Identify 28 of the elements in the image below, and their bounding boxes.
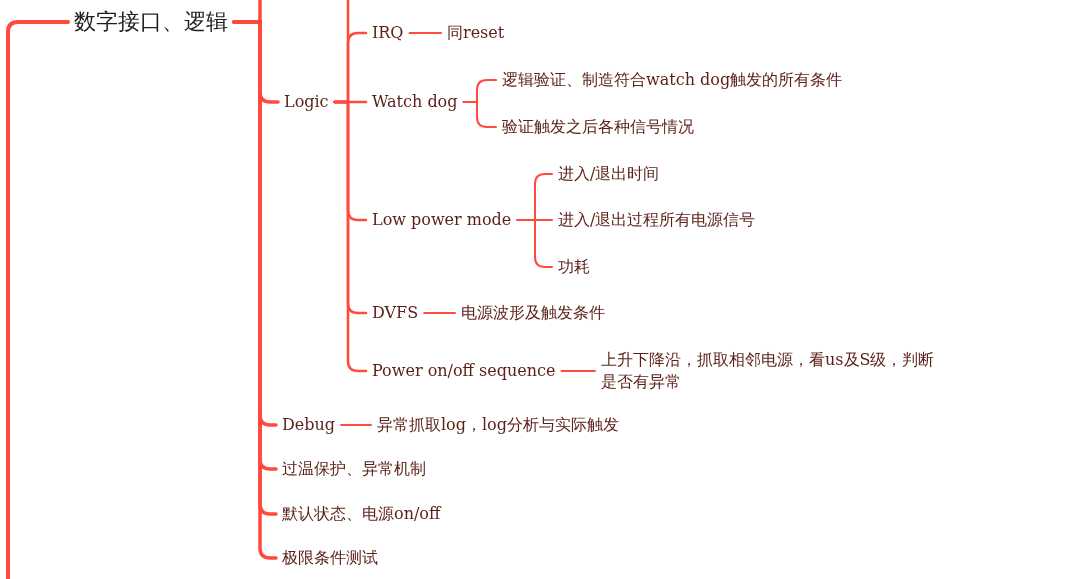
topic-label: 过温保护、异常机制	[282, 458, 426, 480]
topic-label: DVFS	[372, 302, 419, 324]
topic-label: Low power mode	[372, 209, 512, 231]
branch-line	[6, 20, 70, 579]
topic-label: IRQ	[372, 22, 404, 44]
topic-label: Debug	[282, 414, 336, 436]
detail-label: 逻辑验证、制造符合watch dog触发的所有条件	[502, 69, 843, 91]
detail-label: 进入/退出时间	[558, 163, 660, 185]
branch-line	[340, 424, 372, 426]
topic-label: Watch dog	[372, 91, 458, 113]
topic-label: 默认状态、电源on/off	[282, 503, 441, 525]
branch-line	[462, 101, 497, 128]
topic-label: 极限条件测试	[282, 547, 378, 569]
detail-label: 异常抓取log，log分析与实际触发	[377, 414, 619, 436]
branch-line	[560, 370, 596, 372]
branch-line	[516, 219, 553, 268]
branch-line	[333, 100, 368, 373]
main-topic-label: 数字接口、逻辑	[74, 7, 228, 37]
detail-label: 验证触发之后各种信号情况	[502, 116, 694, 138]
branch-line	[408, 32, 442, 34]
topic-label: Logic	[284, 91, 329, 113]
detail-label: 同reset	[447, 22, 505, 44]
topic-label: Power on/off sequence	[372, 360, 556, 382]
branch-line	[423, 312, 456, 314]
detail-label: 电源波形及触发条件	[461, 302, 605, 324]
detail-label: 功耗	[558, 256, 590, 278]
detail-label: 进入/退出过程所有电源信号	[558, 209, 756, 231]
detail-label: 上升下降沿，抓取相邻电源，看us及S级，判断是否有异常	[601, 349, 947, 393]
